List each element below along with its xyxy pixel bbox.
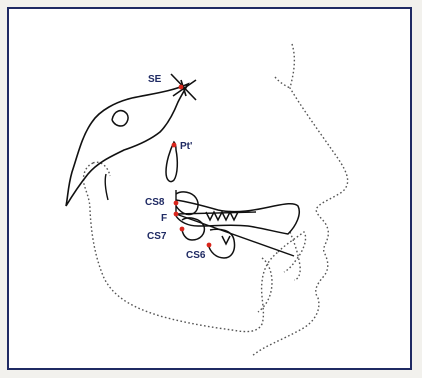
tooth-germ-cs6	[208, 229, 235, 258]
label-pt: Pt'	[180, 141, 192, 152]
mandible-outline	[83, 163, 278, 332]
landmark-f	[174, 212, 179, 217]
clivus-line	[105, 174, 108, 200]
soft-tissue-profile	[252, 44, 348, 356]
label-se: SE	[148, 74, 162, 85]
landmark-cs7	[180, 227, 185, 232]
cranial-base-outline	[66, 84, 188, 206]
maxilla-outline	[176, 200, 299, 234]
palatal-plane-line	[176, 212, 256, 214]
mandible-ramus	[93, 162, 110, 176]
label-f: F	[161, 213, 167, 224]
soft-tissue-profile-upper	[275, 77, 290, 88]
landmark-cs8	[174, 201, 179, 206]
symphysis-outline	[258, 258, 272, 312]
label-cs7: CS7	[147, 231, 167, 242]
upper-incisor	[290, 232, 300, 280]
tooth-germ-cs7	[182, 218, 204, 240]
landmark-se	[179, 85, 184, 90]
label-cs6: CS6	[186, 250, 206, 261]
lower-molar-cusps	[222, 236, 230, 244]
landmark-pt	[172, 143, 177, 148]
landmark-cs6	[207, 243, 212, 248]
pterygomaxillary-fissure	[166, 142, 177, 182]
sella-turcica	[112, 111, 128, 126]
label-cs8: CS8	[145, 197, 165, 208]
